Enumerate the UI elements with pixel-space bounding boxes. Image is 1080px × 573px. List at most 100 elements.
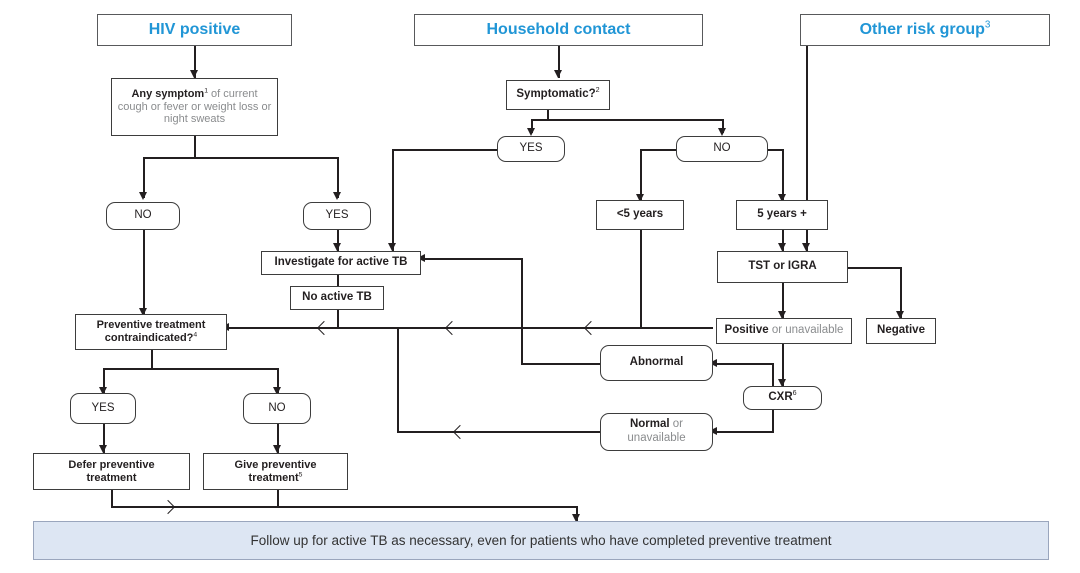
connector-cxr-to-abnormal-h: [713, 363, 774, 365]
connector-contraindicated-stem: [151, 350, 153, 369]
node-negative-label: Negative: [877, 324, 925, 337]
node-hiv-yes-label: YES: [325, 209, 349, 222]
node-contraindicated-no-label: NO: [268, 401, 286, 414]
arrowhead-cxr-to-abnormal: [709, 359, 717, 367]
node-contraindicated-yes[interactable]: YES: [70, 393, 136, 424]
node-under-5-years[interactable]: <5 years: [596, 200, 684, 230]
connector-abnormal-up: [521, 258, 523, 364]
header-hiv-positive-label: HIV positive: [148, 20, 241, 38]
node-abnormal-label: Abnormal: [629, 356, 684, 369]
connector-bottom-merge: [111, 506, 577, 508]
arrowhead-positive-to-cxr: [778, 379, 786, 387]
node-cxr-label: CXR6: [768, 389, 797, 404]
arrowhead-symptomatic-to-yes: [527, 128, 535, 136]
banner-follow-up[interactable]: Follow up for active TB as necessary, ev…: [33, 521, 1049, 560]
node-hiv-yes[interactable]: YES: [303, 202, 371, 230]
connector-tst-to-negative-h: [848, 267, 901, 269]
node-tst-or-igra-label: TST or IGRA: [748, 260, 817, 273]
node-under-5-years-label: <5 years: [616, 208, 664, 221]
node-any-symptom[interactable]: Any symptom1 of current cough or fever o…: [111, 78, 278, 136]
node-household-no[interactable]: NO: [676, 136, 768, 162]
arrowhead-tst-to-positive: [778, 311, 786, 319]
node-symptomatic[interactable]: Symptomatic?2: [506, 80, 610, 110]
connector-contraindicated-split: [103, 368, 278, 370]
node-abnormal[interactable]: Abnormal: [600, 345, 713, 381]
arrowhead-bottom-to-banner: [572, 514, 580, 522]
connector-yes-to-defer: [103, 424, 105, 453]
arrowhead-hhno-to-5plus: [778, 194, 786, 202]
arrowhead-symptomatic-to-no: [718, 128, 726, 136]
chevron-normal-left: [452, 424, 468, 440]
header-other-risk-group-label: Other risk group3: [859, 19, 991, 38]
connector-household-to-symptomatic: [558, 46, 560, 78]
arrowhead-contraindicated-to-yes: [99, 387, 107, 395]
arrowhead-yes-to-defer: [99, 445, 107, 453]
arrowhead-hhyes-to-investigate: [388, 243, 396, 251]
node-5-years-plus-label: 5 years +: [757, 208, 807, 221]
connector-symptomatic-split: [531, 119, 723, 121]
arrowhead-no-to-give: [273, 445, 281, 453]
connector-tst-to-positive: [782, 283, 784, 318]
connector-normal-left: [397, 431, 600, 433]
connector-no-to-give: [277, 424, 279, 453]
connector-symptomatic-to-no: [722, 119, 724, 133]
chevron-bottom-merge: [160, 499, 176, 515]
node-positive-or-unavailable-label: Positive or unavailable: [724, 324, 844, 337]
connector-main-collector: [225, 327, 713, 329]
footnote-marker-2: 2: [595, 86, 600, 95]
connector-give-down: [277, 490, 279, 507]
arrowhead-hhno-to-under5: [636, 194, 644, 202]
header-other-risk-group[interactable]: Other risk group3: [800, 14, 1050, 46]
arrowhead-contraindicated-to-no: [273, 387, 281, 395]
node-tst-or-igra[interactable]: TST or IGRA: [717, 251, 848, 283]
connector-cxr-to-abnormal-v: [772, 363, 774, 387]
connector-hhyes-left: [392, 149, 502, 151]
chevron-collector-1: [316, 320, 332, 336]
node-investigate-active-tb-label: Investigate for active TB: [274, 256, 408, 269]
connector-cxr-to-normal-v: [772, 410, 774, 432]
node-contraindicated-no[interactable]: NO: [243, 393, 311, 424]
connector-bottom-to-banner: [576, 506, 578, 521]
connector-otherrisk-to-tst: [806, 46, 808, 251]
connector-hiv-to-symptom: [194, 46, 196, 78]
node-negative[interactable]: Negative: [866, 318, 936, 344]
footnote-marker-5: 5: [298, 470, 303, 478]
footnote-marker-1: 1: [204, 86, 208, 94]
arrowhead-hiv-to-symptom: [190, 70, 198, 78]
connector-symptom-to-no: [143, 157, 145, 198]
arrowhead-tst-to-negative: [896, 311, 904, 319]
connector-normal-up: [397, 327, 399, 432]
banner-follow-up-label: Follow up for active TB as necessary, ev…: [250, 532, 832, 548]
connector-symptom-stem: [194, 136, 196, 158]
connector-defer-down: [111, 490, 113, 507]
node-cxr[interactable]: CXR6: [743, 386, 822, 410]
header-household-contact-label: Household contact: [486, 20, 631, 38]
connector-symptomatic-to-yes: [531, 119, 533, 133]
footnote-marker-6: 6: [792, 389, 797, 398]
node-hiv-no[interactable]: NO: [106, 202, 180, 230]
arrowhead-5plus-to-tst: [778, 243, 786, 251]
footnote-marker-3: 3: [984, 19, 991, 31]
connector-abnormal-left: [521, 363, 600, 365]
connector-symptomatic-stem: [547, 110, 549, 120]
arrowhead-symptom-to-yes: [333, 192, 341, 200]
header-household-contact[interactable]: Household contact: [414, 14, 703, 46]
node-investigate-active-tb[interactable]: Investigate for active TB: [261, 251, 421, 275]
node-no-active-tb[interactable]: No active TB: [290, 286, 384, 310]
node-5-years-plus[interactable]: 5 years +: [736, 200, 828, 230]
connector-hhyes-down: [392, 149, 394, 251]
node-positive-or-unavailable[interactable]: Positive or unavailable: [716, 318, 852, 344]
header-hiv-positive[interactable]: HIV positive: [97, 14, 292, 46]
arrowhead-hivno-to-contraindicated: [139, 308, 147, 316]
connector-5plus-to-tst: [782, 230, 784, 251]
footnote-marker-4: 4: [193, 331, 198, 339]
connector-tst-to-negative-v: [900, 267, 902, 318]
node-household-yes[interactable]: YES: [497, 136, 565, 162]
